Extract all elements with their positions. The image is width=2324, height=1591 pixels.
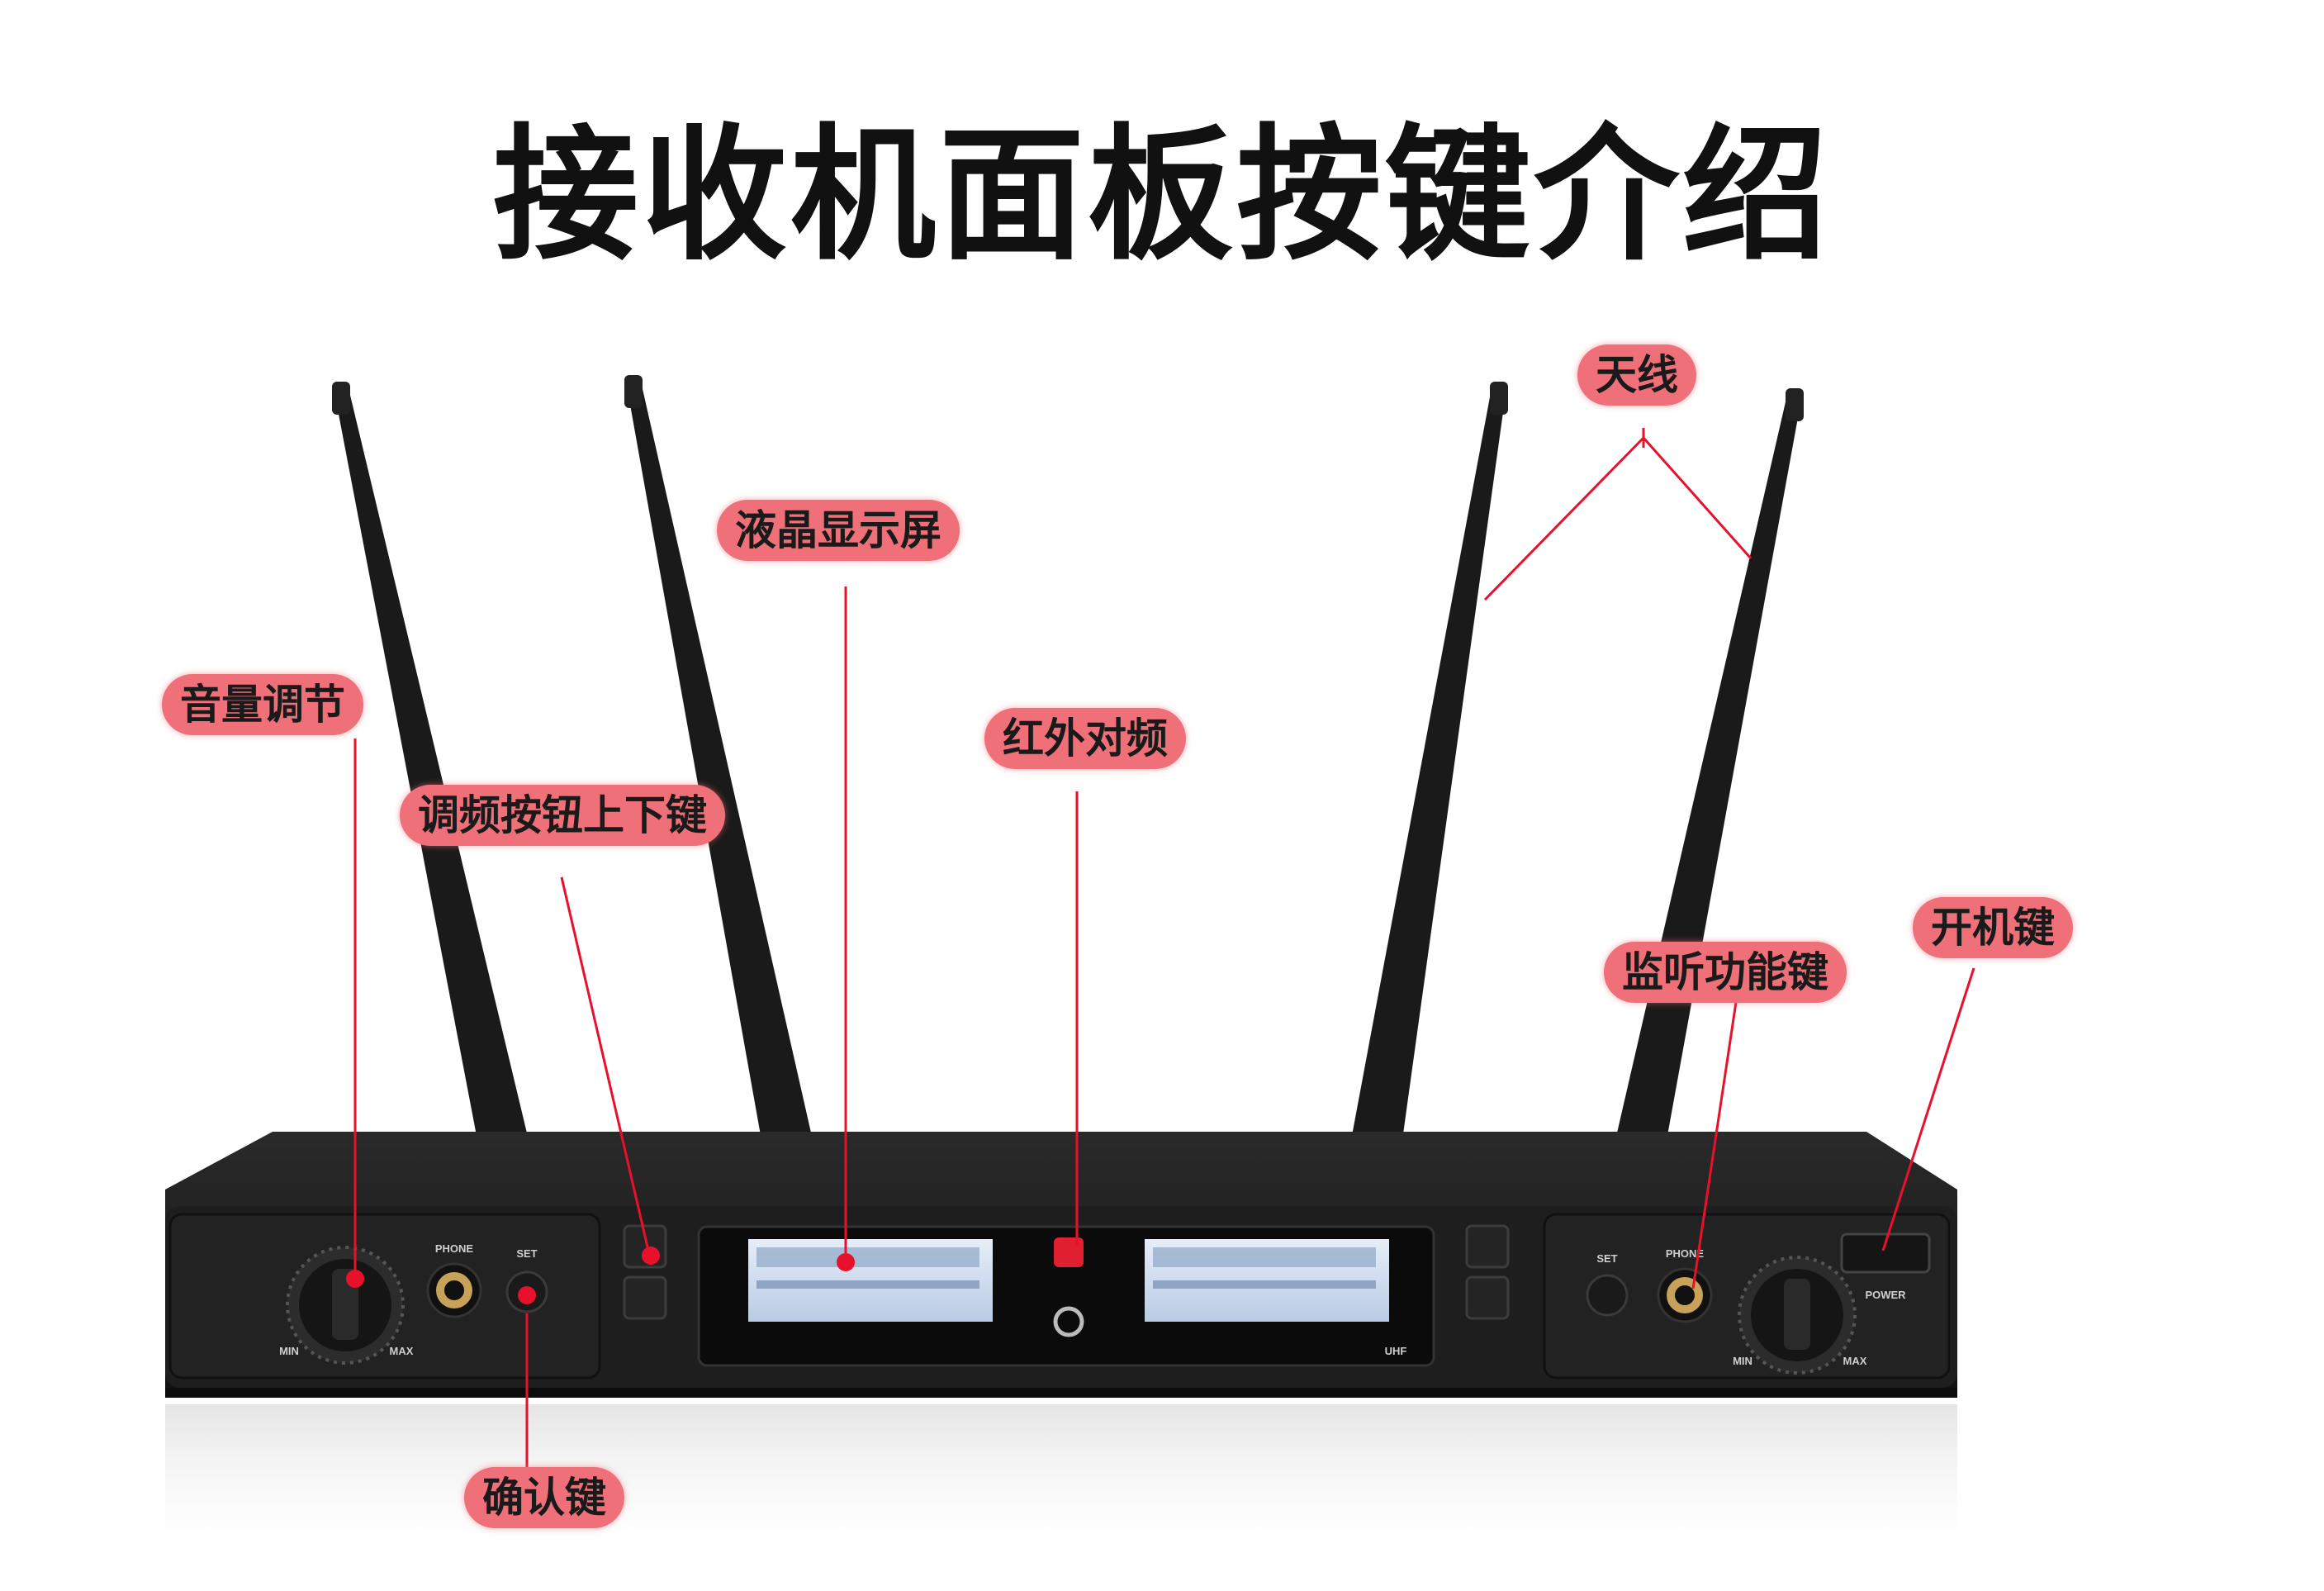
antenna-right-2 [1615, 388, 1804, 1140]
phone-jack-right[interactable] [1657, 1267, 1713, 1323]
leader-lines [353, 428, 1975, 1467]
volume-knob-right[interactable] [1738, 1256, 1857, 1375]
label-antenna: 天线 [1577, 344, 1696, 406]
phone-label-left: PHONE [435, 1242, 474, 1255]
antenna-right-1 [1351, 382, 1508, 1140]
antenna-left-1 [332, 382, 529, 1140]
power-button[interactable] [1840, 1232, 1931, 1274]
label-confirm: 确认键 [464, 1467, 624, 1528]
power-label: POWER [1865, 1289, 1906, 1301]
phone-label-right: PHONE [1666, 1247, 1705, 1260]
min-label-right: MIN [1733, 1355, 1752, 1367]
antenna-left-2 [624, 375, 813, 1140]
label-power-key: 开机键 [1913, 897, 2073, 958]
freq-up-button-right[interactable] [1465, 1224, 1510, 1269]
set-label-left: SET [516, 1247, 537, 1260]
marker-dots [346, 1247, 855, 1304]
page-title: 接收机面板按键介绍 [492, 111, 1831, 280]
uhf-label: UHF [1385, 1345, 1407, 1357]
receiver-body [165, 1132, 1957, 1570]
label-freq-keys: 调频按钮上下键 [400, 785, 725, 846]
lcd-screen-left [748, 1239, 993, 1322]
min-label-left: MIN [279, 1345, 299, 1357]
label-ir-sync: 红外对频 [984, 708, 1186, 769]
lcd-screen-right [1145, 1239, 1389, 1322]
set-button-right[interactable] [1586, 1274, 1629, 1317]
freq-down-button[interactable] [623, 1275, 667, 1320]
max-label-left: MAX [390, 1345, 414, 1357]
label-monitor: 监听功能键 [1604, 942, 1847, 1003]
ir-sync-window[interactable] [1054, 1237, 1084, 1267]
volume-knob-left[interactable] [286, 1246, 405, 1365]
label-volume: 音量调节 [162, 674, 363, 735]
phone-jack-left[interactable] [426, 1262, 482, 1318]
label-lcd: 液晶显示屏 [717, 500, 960, 561]
set-label-right: SET [1596, 1252, 1617, 1265]
freq-down-button-right[interactable] [1465, 1275, 1510, 1320]
max-label-right: MAX [1843, 1355, 1867, 1367]
brand-logo-icon [1053, 1306, 1084, 1337]
